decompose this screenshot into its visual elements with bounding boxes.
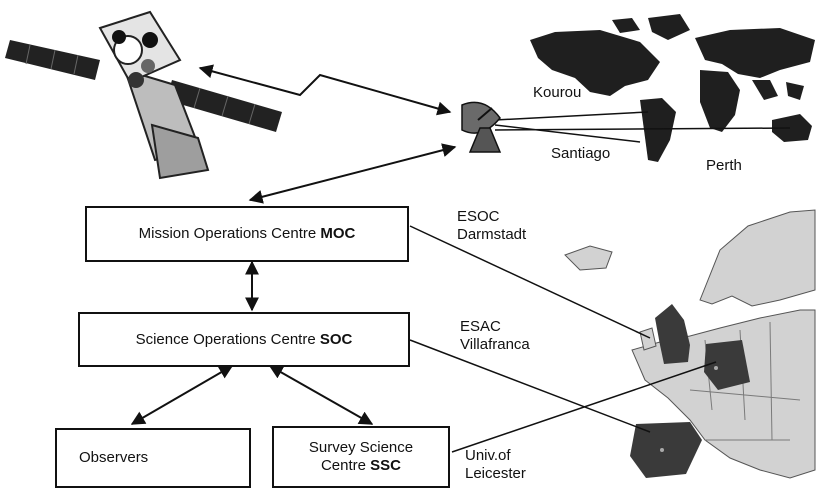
dish-moc-arrow (248, 143, 457, 204)
esoc-city: Darmstadt (457, 226, 527, 243)
satellite-dish-icon (461, 101, 502, 153)
soc-text: Science Operations Centre (135, 330, 316, 348)
soc-label: Science Operations Centre SOC (136, 331, 353, 349)
kourou-line (494, 111, 649, 121)
soc-esac-line (409, 339, 651, 433)
europe-map (564, 209, 816, 479)
esac-label: ESAC Villafranca (460, 318, 530, 354)
kourou-label: Kourou (533, 84, 582, 101)
leicester-name: Univ.of (465, 447, 511, 464)
santiago-label: Santiago (551, 145, 611, 162)
ssc-abbr: SSC (370, 457, 402, 474)
esoc-label: ESOC Darmstadt (457, 208, 526, 244)
world-map (530, 14, 815, 162)
observers-box: Observers (55, 428, 251, 488)
soc-ssc-arrow (268, 365, 374, 425)
ssc-leicester-line (451, 361, 717, 453)
ssc-box: Survey Science Centre SSC (272, 426, 450, 488)
perth-label: Perth (706, 157, 742, 174)
leicester-city: Leicester (465, 465, 526, 482)
radio-link (198, 64, 452, 116)
ssc-line1: Survey Science (308, 439, 414, 456)
soc-observers-arrow (130, 365, 234, 425)
santiago-line (494, 124, 641, 143)
soc-abbr: SOC (319, 330, 353, 348)
moc-text: Mission Operations Centre (138, 225, 317, 242)
observers-text: Observers (79, 449, 149, 466)
ssc-line2: Centre (320, 457, 366, 474)
moc-abbr: MOC (320, 225, 356, 242)
satellite-icon (5, 10, 282, 180)
moc-esoc-line (409, 225, 651, 339)
esoc-name: ESOC (457, 208, 500, 225)
leicester-label: Univ.of Leicester (465, 447, 526, 483)
esac-name: ESAC (460, 318, 501, 335)
soc-box: Science Operations Centre SOC (78, 312, 410, 367)
esac-city: Villafranca (460, 336, 530, 353)
perth-line (494, 127, 791, 131)
moc-label: Mission Operations Centre MOC (139, 225, 356, 243)
ssc-label: Survey Science Centre SSC (309, 439, 413, 475)
moc-box: Mission Operations Centre MOC (85, 206, 409, 262)
